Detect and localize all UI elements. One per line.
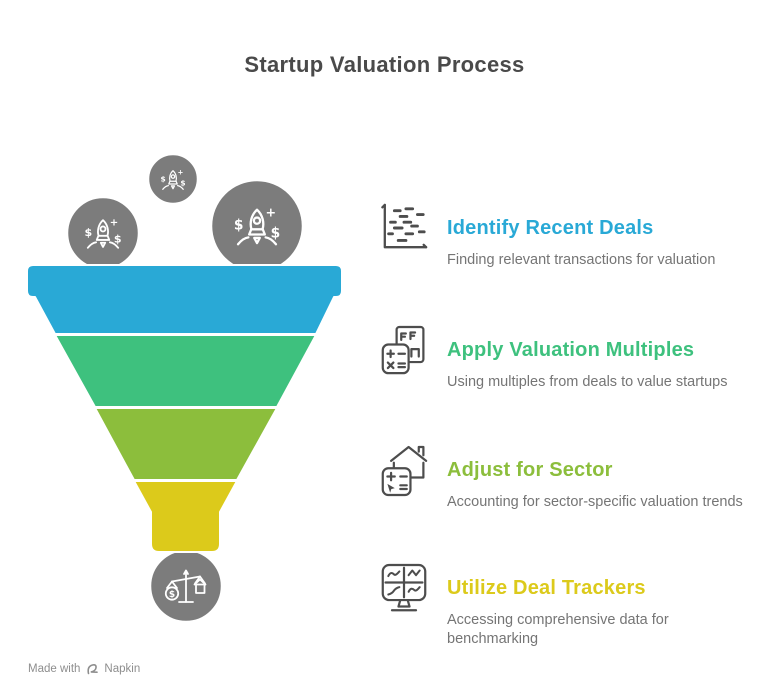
step-description: Finding relevant transactions for valuat… [447, 252, 716, 268]
house-calculator-icon [380, 444, 428, 512]
napkin-logo-icon [87, 664, 99, 675]
valuation-funnel-graphic: $ + $ $ [26, 152, 343, 624]
step-text: Identify Recent Deals Finding relevant t… [447, 200, 752, 270]
step-text: Utilize Deal Trackers Accessing comprehe… [447, 560, 752, 648]
step-description: Accounting for sector-specific valuation… [447, 494, 743, 510]
step-adjust-for-sector: Adjust for Sector Accounting for sector-… [380, 442, 755, 512]
startup-circles [65, 152, 305, 624]
monitor-charts-icon [380, 562, 428, 648]
funnel [26, 264, 343, 553]
step-text: Apply Valuation Multiples Using multiple… [447, 322, 752, 392]
funnel-segment-multiples [54, 334, 317, 408]
startup-circle-small [146, 152, 200, 206]
step-heading: Adjust for Sector [447, 459, 613, 481]
step-description: Using multiples from deals to value star… [447, 374, 728, 390]
step-utilize-deal-trackers: Utilize Deal Trackers Accessing comprehe… [380, 560, 755, 648]
funnel-segment-sector [94, 407, 278, 481]
dollar-glyph: $ [169, 590, 175, 600]
funnel-segment-identify [26, 264, 343, 335]
step-apply-valuation-multiples: Apply Valuation Multiples Using multiple… [380, 322, 755, 392]
scale-dollar-house-icon: $ [164, 569, 207, 603]
brand-label: Napkin [104, 663, 141, 675]
startup-circle-large [209, 178, 305, 274]
deal-timeline-icon [380, 202, 428, 270]
startup-circle-medium [65, 195, 141, 271]
step-description: Accessing comprehensive data for benchma… [447, 612, 669, 647]
document-calculator-icon [380, 324, 428, 392]
made-with-label: Made with [28, 663, 81, 675]
page-title: Startup Valuation Process [244, 52, 525, 77]
step-identify-recent-deals: Identify Recent Deals Finding relevant t… [380, 200, 755, 270]
step-heading: Utilize Deal Trackers [447, 577, 646, 599]
made-with-napkin-watermark: Made with Napkin [28, 662, 140, 676]
step-text: Adjust for Sector Accounting for sector-… [447, 442, 752, 512]
funnel-segment-trackers [133, 480, 238, 553]
step-heading: Identify Recent Deals [447, 217, 654, 239]
step-heading: Apply Valuation Multiples [447, 339, 695, 361]
